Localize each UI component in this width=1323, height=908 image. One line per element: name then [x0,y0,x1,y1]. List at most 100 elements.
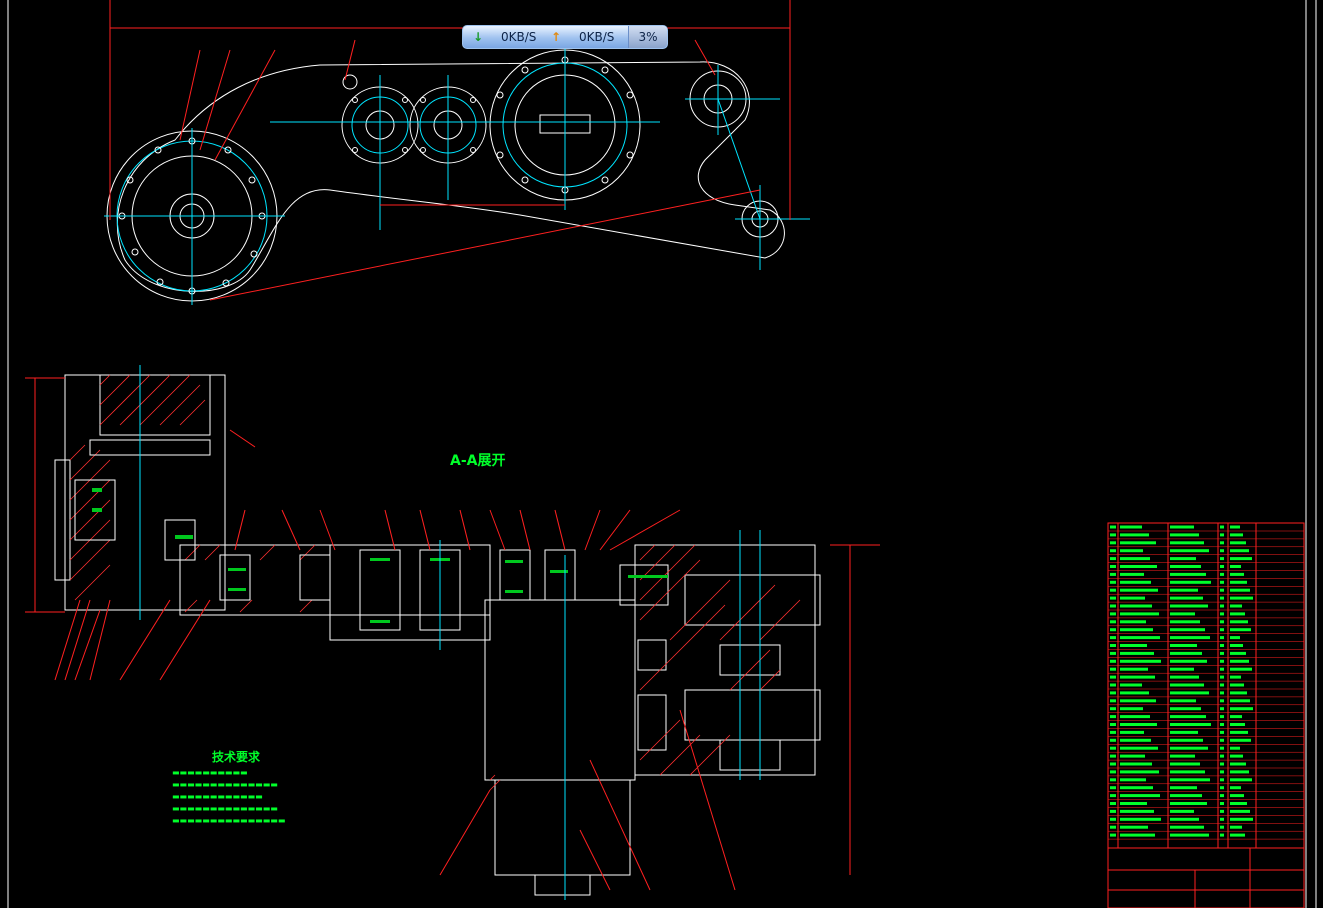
tech-requirement-line: ▬▬▬▬▬▬▬▬▬▬▬▬ [172,792,263,801]
parts-list-cell-mark [1230,659,1249,663]
parts-list-cell-mark [1170,549,1209,553]
parts-list-cell-mark [1170,825,1204,829]
parts-list-cell-mark [1110,644,1116,647]
parts-list-cell-mark [1120,738,1151,742]
parts-list-cell-mark [1120,794,1160,798]
parts-list-cell-mark [1120,778,1146,782]
parts-list-cell-mark [1170,746,1208,750]
parts-list-cell-mark [1110,817,1116,821]
parts-list-cell-mark [1110,636,1116,640]
parts-list-cell-mark [1230,541,1246,545]
network-speed-monitor[interactable]: ↓ 0KB/S ↑ 0KB/S 3% [462,25,668,49]
parts-list-cell-mark [1230,612,1245,616]
parts-list-cell-mark [1120,730,1144,734]
parts-list-cell-mark [1120,707,1143,711]
parts-list-cell-mark [1220,628,1224,632]
parts-list-cell-mark [1170,730,1198,734]
parts-list-cell-mark [1120,636,1160,640]
parts-list-cell-mark [1170,565,1201,568]
parts-list-cell-mark [1230,723,1245,726]
parts-list-cell-mark [1230,738,1251,742]
parts-list-cell-mark [1120,762,1152,766]
parts-list-cell-mark [1170,667,1194,671]
parts-list-cell-mark [1230,778,1252,782]
parts-list-cell-mark [1110,651,1116,655]
parts-list-cell-mark [1170,659,1207,663]
parts-list-cell-mark [1170,778,1210,782]
parts-list-cell-mark [1170,525,1194,529]
parts-list-cell-mark [1120,699,1156,703]
parts-list-cell-mark [1170,675,1199,679]
parts-list-cell-mark [1170,620,1200,624]
parts-list-cell-mark [1120,596,1145,600]
parts-list-cell-mark [1170,651,1202,655]
parts-list-cell-mark [1230,636,1240,640]
parts-list-cell-mark [1220,738,1224,742]
parts-list-cell-mark [1220,620,1224,624]
parts-list-cell-mark [1170,691,1209,695]
parts-list-cell-mark [1230,525,1240,529]
parts-list-cell-mark [1110,533,1116,537]
top-view-bolts [118,56,634,295]
parts-list-cell-mark [1120,533,1149,537]
parts-list-cell-mark [1220,707,1224,711]
section-view-green-details [92,488,668,623]
parts-list-cell-mark [1170,596,1203,600]
parts-list-cell-mark [1230,628,1251,632]
parts-list-cell-mark [1220,699,1224,703]
parts-list-cell-mark [1230,817,1253,821]
parts-list-cell-mark [1230,707,1253,711]
parts-list-cell-mark [1220,565,1224,568]
parts-list-cell-mark [1110,809,1116,813]
parts-list-cell-mark [1110,825,1116,829]
parts-list-cell-mark [1120,541,1156,545]
parts-list-cell-mark [1230,667,1252,671]
parts-list-cell-mark [1110,675,1116,679]
parts-list-cell-mark [1120,817,1161,821]
parts-list-cell-mark [1230,754,1243,758]
parts-list-cell-mark [1170,794,1202,798]
top-view-arm [106,49,785,302]
parts-list-cell-mark [1230,644,1243,647]
parts-list-cell-mark [1220,825,1224,829]
tech-requirement-line: ▬▬▬▬▬▬▬▬▬▬▬▬▬▬ [172,780,278,789]
parts-list-cell-mark [1110,754,1116,758]
parts-list-cell-mark [1120,825,1148,829]
parts-list-cell-mark [1110,833,1116,837]
parts-list-cell-mark [1220,557,1224,561]
parts-list-cell-mark [1220,572,1224,576]
parts-list-cell-mark [1120,604,1152,608]
parts-list-cell-mark [1230,565,1241,568]
parts-list-cell-mark [1220,651,1224,655]
parts-list-cell-mark [1170,557,1196,561]
parts-list-cell-mark [1110,604,1116,608]
parts-list-cell-mark [1220,525,1224,529]
parts-list-cell-mark [1110,525,1116,529]
parts-list-cell-mark [1120,691,1149,695]
parts-list-cell-mark [1230,533,1243,537]
parts-list-cell-mark [1230,596,1253,600]
parts-list-cell-mark [1110,730,1116,734]
parts-list-cell-mark [1120,572,1144,576]
tech-requirement-line: ▬▬▬▬▬▬▬▬▬▬▬▬▬▬▬ [172,816,286,825]
parts-list-cell-mark [1120,549,1143,553]
parts-list-cell-mark [1170,636,1210,640]
parts-list-cell-mark [1220,683,1224,687]
parts-list-cell-mark [1230,580,1247,584]
parts-list-cell-mark [1220,809,1224,813]
parts-list-cell-mark [1120,612,1159,616]
parts-list-cell-mark [1170,628,1205,632]
parts-list-cell-mark [1110,699,1116,703]
parts-list-cell-mark [1230,651,1246,655]
parts-list-text [1110,525,1253,837]
parts-list-cell-mark [1220,817,1224,821]
parts-list-cell-mark [1110,691,1116,695]
parts-list-cell-mark [1120,580,1151,584]
parts-list-cell-mark [1110,588,1116,592]
parts-list-cell-mark [1170,754,1195,758]
parts-list-cell-mark [1220,833,1224,837]
parts-list-cell-mark [1170,770,1205,774]
tech-requirement-line: ▬▬▬▬▬▬▬▬▬▬▬▬▬▬ [172,804,278,813]
parts-list-cell-mark [1230,802,1247,805]
